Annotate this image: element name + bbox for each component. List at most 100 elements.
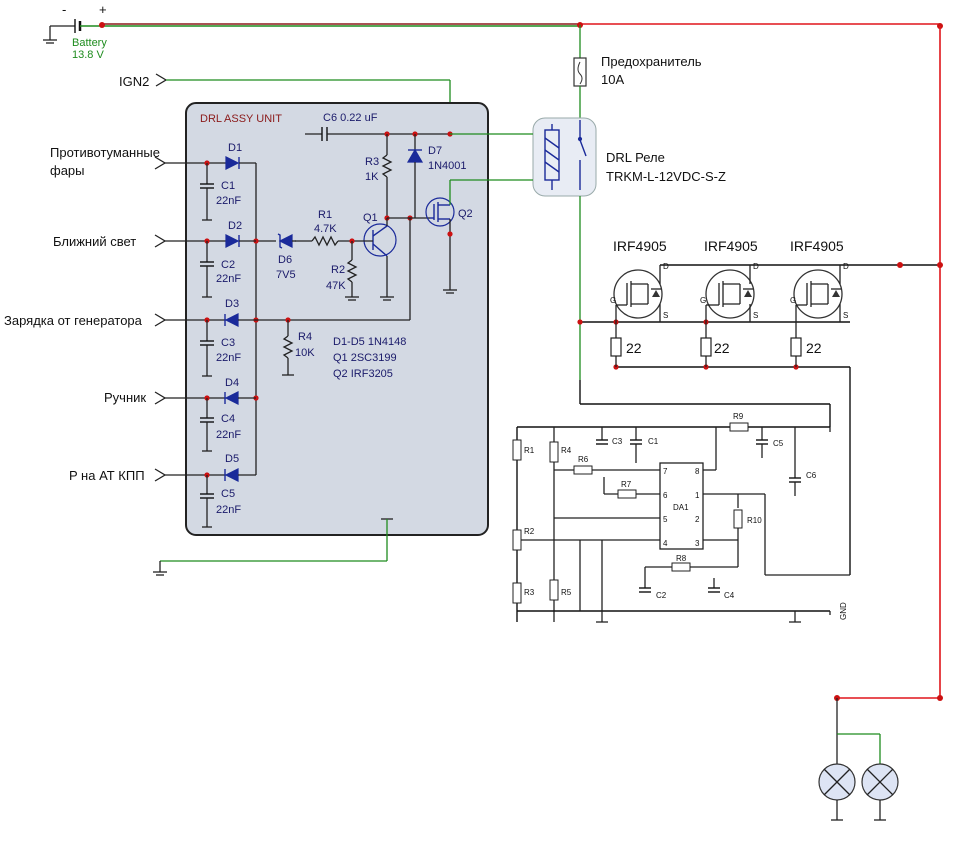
input-handbrake: Ручник D4 C4 22nF	[104, 377, 256, 452]
mosfet-2-d: D	[753, 262, 759, 271]
ctl-r4: R4	[561, 446, 572, 455]
r3-label: R3	[365, 156, 379, 168]
drl-assy-unit	[185, 102, 489, 536]
note-q1: Q1 2SC3199	[333, 352, 397, 364]
fuse: Предохранитель 10A	[573, 25, 702, 120]
c4-label: C4	[221, 413, 235, 425]
ctl-r2: R2	[524, 527, 535, 536]
ctl-r5: R5	[561, 588, 572, 597]
mosfet-1: IRF4905 G D S	[610, 238, 669, 322]
note-q2: Q2 IRF3205	[333, 368, 393, 380]
d1-label: D1	[228, 142, 242, 154]
d7-part: 1N4001	[428, 160, 467, 172]
fuse-rating: 10A	[601, 72, 624, 87]
ctl-da1: DA1	[673, 503, 689, 512]
ctl-r1: R1	[524, 446, 535, 455]
lamp-2	[861, 763, 899, 821]
battery: - + Battery 13.8 V	[43, 2, 107, 61]
ctl-pin-7: 7	[663, 467, 668, 476]
r1-value: 4.7K	[314, 223, 337, 235]
gate-r3-value: 22	[806, 340, 822, 356]
mosfet-2-g: G	[700, 296, 706, 305]
r1-label: R1	[318, 209, 332, 221]
ctl-pin-6: 6	[663, 491, 668, 500]
park-label: P на АТ КПП	[69, 468, 145, 483]
mosfet-2-s: S	[753, 311, 758, 320]
d5-label: D5	[225, 453, 239, 465]
relay-label: DRL Реле	[606, 150, 665, 165]
c4-value: 22nF	[216, 429, 241, 441]
ctl-r7: R7	[621, 480, 632, 489]
d7-label: D7	[428, 145, 442, 157]
r2-label: R2	[331, 264, 345, 276]
mosfet-3-s: S	[843, 311, 848, 320]
ctl-c4: C4	[724, 591, 735, 600]
c2-label: C2	[221, 259, 235, 271]
input-charging: Зарядка от генератора D3 C3 22nF R4 10K	[4, 298, 410, 377]
ctl-c1: C1	[648, 437, 659, 446]
ign2-input: IGN2	[119, 73, 451, 134]
c3-value: 22nF	[216, 352, 241, 364]
ctl-gnd: GND	[839, 602, 848, 620]
ign2-label: IGN2	[119, 74, 149, 89]
ctl-pin-5: 5	[663, 515, 668, 524]
r2-value: 47K	[326, 280, 346, 292]
c5-label: C5	[221, 488, 235, 500]
c2-value: 22nF	[216, 273, 241, 285]
ctl-c5: C5	[773, 439, 784, 448]
battery-plus: +	[99, 2, 107, 17]
mosfet-3-label: IRF4905	[790, 238, 844, 254]
fog-label-2: фары	[50, 163, 85, 178]
ctl-c6: C6	[806, 471, 817, 480]
low-beam-label: Ближний свет	[53, 234, 136, 249]
c1-label: C1	[221, 180, 235, 192]
r3-value: 1K	[365, 171, 379, 183]
battery-label: Battery	[72, 37, 107, 49]
controller-circuit: R9 C5 C6 R1 R2 R3 R4 R5 C3 C1	[512, 412, 850, 623]
mosfet-3: IRF4905 G D S	[790, 238, 849, 322]
note-diodes: D1-D5 1N4148	[333, 336, 406, 348]
ctl-pin-1: 1	[695, 491, 700, 500]
ctl-r10: R10	[747, 516, 762, 525]
ctl-pin-2: 2	[695, 515, 700, 524]
gate-resistors: 22 22 22	[610, 305, 822, 367]
ctl-r6: R6	[578, 455, 589, 464]
q1-transistor: Q1	[363, 212, 397, 257]
relay-part: TRKM-L-12VDC-S-Z	[606, 169, 726, 184]
r4-label: R4	[298, 331, 312, 343]
d6-label: D6	[278, 254, 292, 266]
ctl-pin-8: 8	[695, 467, 700, 476]
battery-minus: -	[62, 2, 66, 17]
c5-value: 22nF	[216, 504, 241, 516]
mosfet-1-s: S	[663, 311, 668, 320]
input-low-beam: Ближний свет D2 C2 22nF	[53, 220, 256, 298]
ctl-r9: R9	[733, 412, 744, 421]
charging-label: Зарядка от генератора	[4, 313, 143, 328]
d2-label: D2	[228, 220, 242, 232]
c6-label: C6 0.22 uF	[323, 112, 378, 124]
q2-mosfet: Q2	[425, 197, 473, 227]
ctl-r3: R3	[524, 588, 535, 597]
input-fog: Противотуманные фары D1 C1 22nF	[50, 142, 256, 221]
handbrake-label: Ручник	[104, 390, 146, 405]
mosfet-1-d: D	[663, 262, 669, 271]
ctl-r8: R8	[676, 554, 687, 563]
q2-label: Q2	[458, 208, 473, 220]
battery-voltage: 13.8 V	[72, 49, 104, 61]
mosfet-1-label: IRF4905	[613, 238, 667, 254]
input-park: P на АТ КПП D5 C5 22nF	[69, 453, 256, 528]
ctl-c2: C2	[656, 591, 667, 600]
q1-label: Q1	[363, 212, 378, 224]
d6-value: 7V5	[276, 269, 296, 281]
d3-label: D3	[225, 298, 239, 310]
mosfet-3-g: G	[790, 296, 796, 305]
drl-relay: DRL Реле TRKM-L-12VDC-S-Z	[532, 117, 726, 197]
d6-zener: D6 7V5	[256, 233, 296, 281]
ctl-pin-4: 4	[663, 539, 668, 548]
r4-value: 10K	[295, 347, 315, 359]
mosfet-2-label: IRF4905	[704, 238, 758, 254]
gate-r1-value: 22	[626, 340, 642, 356]
mosfet-2: IRF4905 G D S	[700, 238, 759, 322]
fuse-label: Предохранитель	[601, 54, 702, 69]
